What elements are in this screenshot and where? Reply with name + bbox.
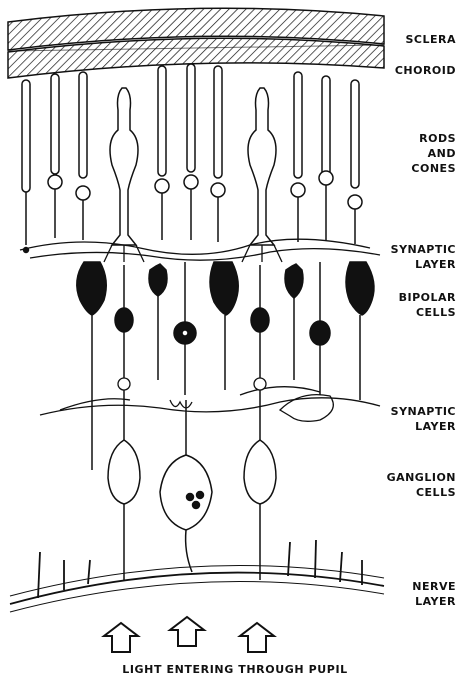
ganglion-cells <box>108 390 276 580</box>
arrow-up-icon <box>104 623 138 652</box>
synaptic-layer-2 <box>40 378 380 421</box>
rods <box>22 64 362 253</box>
label-sclera: SCLERA <box>405 32 456 47</box>
arrow-up-icon <box>240 623 274 652</box>
nerve-layer <box>10 540 384 612</box>
synaptic-layer-1 <box>20 239 380 262</box>
label-choroid: CHOROID <box>395 63 456 78</box>
light-arrows <box>104 617 274 652</box>
arrow-up-icon <box>170 617 204 646</box>
caption-light-entering: LIGHT ENTERING THROUGH PUPIL <box>0 663 470 676</box>
bipolar-cells <box>77 262 374 470</box>
